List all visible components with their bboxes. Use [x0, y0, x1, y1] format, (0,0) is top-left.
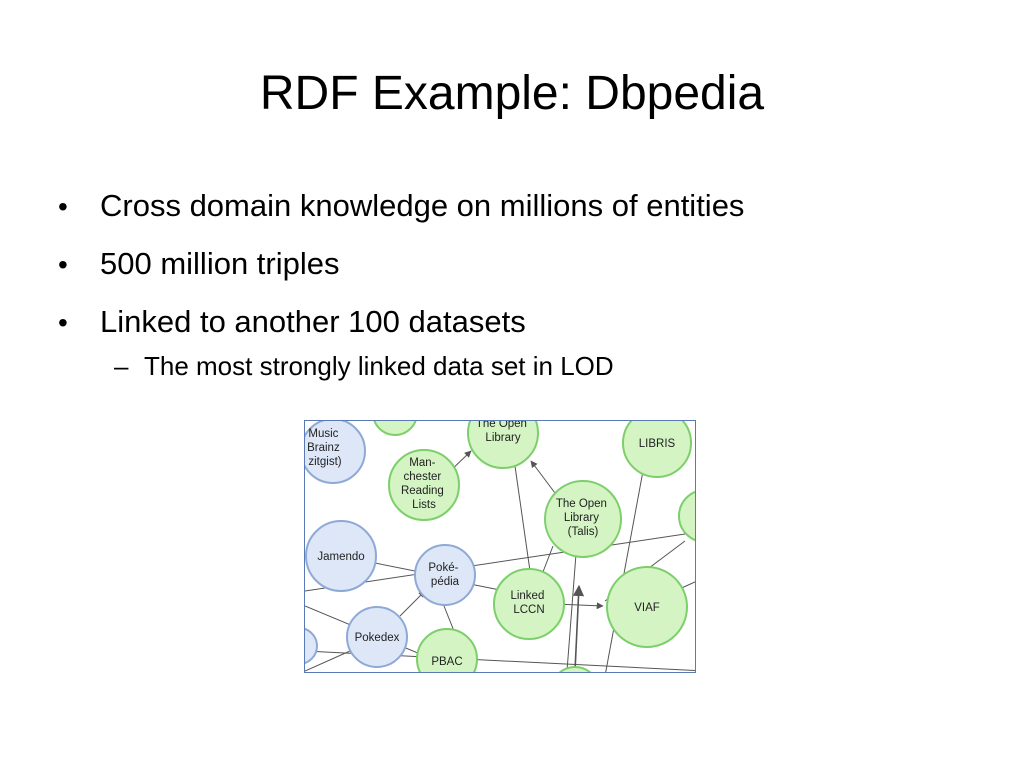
node-label: The Open: [556, 498, 607, 510]
svg-text:Music Brainz: Music Brainz zitgist): [307, 428, 343, 468]
graph-node: Pokedex: [346, 606, 408, 668]
graph-node: The Open Library (Talis): [544, 480, 622, 558]
svg-text:Man- chester: Man- chester Reading Lists: [401, 457, 447, 511]
node-label: LIBRIS: [639, 438, 676, 450]
node-label: pédia: [431, 576, 460, 588]
node-label: Reading: [401, 485, 444, 497]
bullet-marker: •: [58, 307, 68, 338]
graph-node: Man- chester Reading Lists: [388, 449, 460, 521]
graph-edge: [530, 460, 556, 494]
node-label: Linked: [510, 590, 544, 602]
node-label: (Talis): [568, 526, 599, 538]
bullet-item: • Cross domain knowledge on millions of …: [58, 186, 958, 227]
node-label: LCCN: [513, 604, 544, 616]
graph-edge: [572, 584, 585, 672]
graph-node: Jamendo: [305, 520, 377, 592]
graph-node: Poké- pédia: [414, 544, 476, 606]
node-label: Pokedex: [355, 632, 400, 644]
graph-node: VIAF: [606, 566, 688, 648]
bullet-item: • Linked to another 100 datasets: [58, 302, 958, 343]
graph-node: The Open Library: [467, 421, 539, 469]
node-label: Library: [485, 432, 520, 444]
graph-edge: [305, 531, 695, 592]
slide-title: RDF Example: Dbpedia: [259, 67, 765, 120]
svg-text:Pokedex: Pokedex: [355, 632, 400, 644]
svg-text:The Open Library: The Open Library: [476, 421, 530, 444]
bullet-marker: •: [58, 249, 68, 280]
graph-node-partial: [558, 666, 592, 672]
node-label: Man-: [409, 457, 435, 469]
lod-cloud-figure: Music Brainz zitgist) The Open Library L…: [304, 420, 696, 673]
svg-text:Linked LCCN: Linked LCCN: [510, 590, 547, 616]
lod-graph: Music Brainz zitgist) The Open Library L…: [305, 421, 695, 672]
graph-node: Music Brainz zitgist): [305, 421, 366, 484]
node-label: chester: [404, 471, 442, 483]
node-label: Brainz: [307, 442, 340, 454]
node-label: Lists: [412, 499, 436, 511]
graph-edge: [399, 590, 426, 617]
node-label: PBAC: [431, 656, 462, 668]
graph-node-partial: [305, 627, 318, 665]
node-label: zitgist): [308, 456, 341, 468]
bullet-list: • Cross domain knowledge on millions of …: [58, 186, 958, 382]
node-label: Music: [308, 428, 338, 440]
sub-bullet-marker: –: [114, 351, 129, 381]
svg-text:Poké- pédia: Poké- pédia: [428, 562, 461, 588]
bullet-marker: •: [58, 191, 68, 222]
svg-text:Jamendo: Jamendo: [317, 551, 364, 563]
svg-text:PBAC: PBAC: [431, 656, 462, 668]
node-label: Jamendo: [317, 551, 364, 563]
node-label: Poké-: [428, 562, 458, 574]
graph-node: Linked LCCN: [493, 568, 565, 640]
bullet-item: • 500 million triples: [58, 244, 958, 285]
sub-bullet-item: – The most strongly linked data set in L…: [114, 350, 958, 382]
svg-text:The Open Library: The Open Library (Talis): [556, 498, 610, 538]
svg-text:LIBRIS: LIBRIS: [639, 438, 676, 450]
node-label: Library: [564, 512, 599, 524]
graph-node: LIBRIS: [622, 421, 692, 478]
graph-edge: [566, 540, 578, 672]
graph-node: PBAC: [416, 628, 478, 672]
node-label: The Open: [476, 421, 527, 430]
node-label: VIAF: [634, 602, 660, 614]
svg-text:VIAF: VIAF: [634, 602, 660, 614]
bullet-text: 500 million triples: [100, 246, 340, 281]
bullet-text: Cross domain knowledge on millions of en…: [100, 188, 745, 223]
sub-bullet-text: The most strongly linked data set in LOD: [144, 351, 614, 381]
graph-edge: [514, 465, 531, 572]
graph-node-partial: [373, 421, 417, 436]
bullet-text: Linked to another 100 datasets: [100, 304, 526, 339]
graph-node-partial: [678, 490, 695, 542]
graph-edge: [305, 650, 351, 672]
